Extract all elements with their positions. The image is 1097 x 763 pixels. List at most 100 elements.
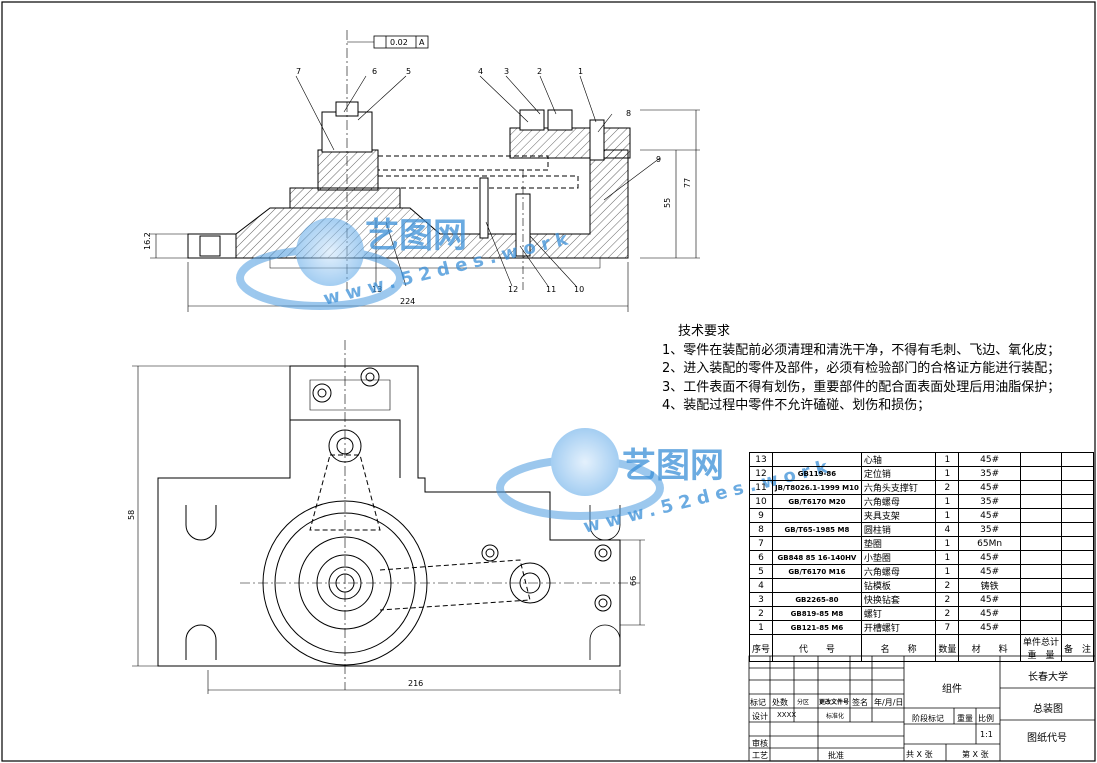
bom-cell-no: 9 [748, 508, 774, 523]
tb-file-no: 更改文件号 [819, 699, 850, 706]
tb-scale: 1:1 [980, 730, 993, 739]
bom-cell-code: GB121-85 M6 [772, 620, 862, 635]
bom-cell-qty: 2 [935, 592, 960, 607]
balloon-2: 2 [537, 67, 542, 76]
bom-cell-no: 3 [748, 592, 774, 607]
bom-cell-no: 7 [748, 536, 774, 551]
bom-cell-qty: 1 [935, 508, 960, 523]
bom-cell-no: 13 [748, 452, 774, 467]
balloon-12: 12 [508, 285, 518, 294]
bom-cell-code: GB/T6170 M16 [772, 564, 862, 579]
dim-58: 58 [127, 510, 136, 520]
tb-group: 组件 [942, 684, 962, 695]
bom-cell-name: 六角螺母 [860, 564, 937, 579]
bom-cell-material: 35# [958, 494, 1021, 509]
dim-55: 55 [663, 198, 672, 208]
bom-header: 序号 代 号 名 称 数量 材 料 单件总计重 量 备 注 [748, 634, 1095, 662]
tech-item-2: 2、进入装配的零件及部件，必须有检验部门的合格证方能进行装配； [662, 361, 1061, 376]
bom-cell-qty: 1 [935, 466, 960, 481]
bom-cell-code: JB/T8026.1-1999 M10 [772, 480, 862, 495]
bom-cell-material: 45# [958, 620, 1021, 635]
tb-review: 审核 [752, 739, 768, 748]
bom-cell-material: 45# [958, 564, 1021, 579]
bom-cell-no: 6 [748, 550, 774, 565]
front-view [150, 30, 700, 312]
bom-cell-qty: 2 [935, 480, 960, 495]
dim-77: 77 [683, 178, 692, 188]
dim-216: 216 [408, 679, 423, 688]
tb-approve: 批准 [828, 751, 844, 760]
tb-ratio: 比例 [978, 714, 994, 723]
bom-cell-name: 心轴 [860, 452, 937, 467]
watermark-brand-2: 艺图网 [622, 446, 724, 486]
balloon-9: 9 [656, 155, 661, 164]
dim-66: 66 [629, 576, 638, 586]
tb-standard: 标准化 [826, 713, 845, 720]
bom-cell-qty: 4 [935, 522, 960, 537]
tb-designer: XXXX [777, 711, 797, 719]
title-block-grid [748, 655, 1096, 762]
bom-cell-no: 10 [748, 494, 774, 509]
bom-cell-no: 8 [748, 522, 774, 537]
bom-cell-qty: 1 [935, 564, 960, 579]
bom-cell-code [772, 508, 862, 523]
tolerance-value: 0.02 [390, 38, 408, 47]
balloon-6: 6 [372, 67, 377, 76]
tech-item-3: 3、工件表面不得有划伤，重要部件的配合面表面处理后用油脂保护； [662, 379, 1061, 395]
bom-cell-qty: 1 [935, 550, 960, 565]
tb-signature: 签名 [852, 698, 868, 707]
bom-cell-material: 45# [958, 508, 1021, 523]
bom-cell-code [772, 578, 862, 593]
bom-cell-code [772, 452, 862, 467]
bom-cell-code: GB/T65-1985 M8 [772, 522, 862, 537]
bom-cell-name: 夹具支架 [860, 508, 937, 523]
bom-cell-material: 45# [958, 606, 1021, 621]
balloon-7: 7 [296, 67, 301, 76]
watermark-brand-1: 艺图网 [365, 216, 467, 256]
tb-zone: 分区 [797, 699, 810, 706]
tb-university: 长春大学 [1028, 672, 1068, 683]
bom-cell-name: 钻模板 [860, 578, 937, 593]
tb-drawing-name: 总装图 [1033, 704, 1063, 715]
bom-cell-name: 垫圈 [860, 536, 937, 551]
tb-date: 年/月/日 [874, 698, 904, 707]
bom-cell-code: GB819-85 M8 [772, 606, 862, 621]
bom-cell-material: 45# [958, 452, 1021, 467]
bom-cell-material: 铸铁 [958, 578, 1021, 593]
bom-cell-material: 45# [958, 550, 1021, 565]
tech-item-4: 4、装配过程中零件不允许磕碰、划伤和损伤； [662, 398, 931, 413]
bom-cell-name: 螺钉 [860, 606, 937, 621]
balloon-5: 5 [406, 67, 411, 76]
bom-cell-no: 5 [748, 564, 774, 579]
bom-cell-code: GB848 85 16-140HV [772, 550, 862, 565]
bom-cell-material: 35# [958, 466, 1021, 481]
bom-cell-material: 35# [958, 522, 1021, 537]
tech-title: 技术要求 [678, 324, 731, 339]
dim-224: 224 [400, 297, 415, 306]
watermark-logo [236, 218, 664, 520]
balloon-4: 4 [478, 67, 483, 76]
tb-marks: 标记 [750, 698, 766, 707]
balloon-3: 3 [504, 67, 509, 76]
balloon-1: 1 [578, 67, 583, 76]
bom-cell-code: GB2265-80 [772, 592, 862, 607]
bom-cell-qty: 7 [935, 620, 960, 635]
bom-cell-material: 45# [958, 592, 1021, 607]
bom-cell-code: GB119-86 [772, 466, 862, 481]
bom-cell-qty: 2 [935, 606, 960, 621]
tb-design: 设计 [752, 712, 768, 721]
tb-weight: 重量 [957, 714, 973, 723]
